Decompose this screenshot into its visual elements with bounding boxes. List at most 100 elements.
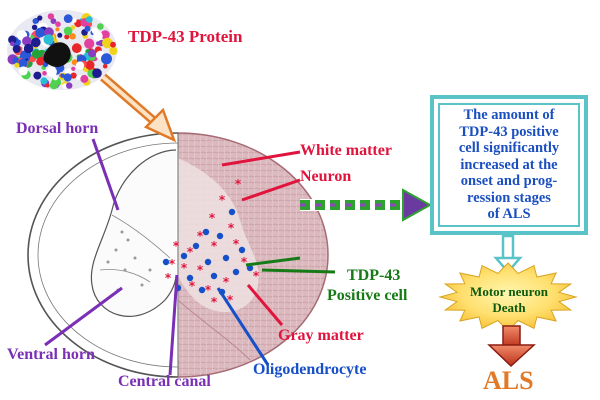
protein-atom	[69, 33, 76, 40]
protein-atom	[12, 57, 20, 65]
neuron-star-marker: *	[228, 221, 235, 235]
protein-atom	[33, 71, 42, 80]
protein-atom	[85, 60, 95, 70]
protein-atom	[71, 59, 78, 66]
protein-atom	[63, 73, 72, 82]
protein-atom	[66, 82, 73, 89]
protein-atom	[88, 49, 97, 58]
gray-matter-leader	[246, 284, 284, 326]
neuron-leader	[241, 178, 301, 202]
neuron-star-marker: *	[211, 295, 218, 309]
neuron-star-marker: *	[241, 255, 248, 269]
neuron-star-marker: *	[197, 229, 204, 243]
white-matter-label: White matter	[300, 142, 392, 159]
protein-atom	[47, 13, 55, 20]
protein-atom	[63, 14, 73, 23]
central-canal-leader	[168, 274, 179, 376]
neuron-markers: ********************	[165, 177, 260, 309]
neuron-star-marker: *	[173, 239, 180, 253]
oligodendrocyte-dot	[204, 258, 212, 266]
protein-atom	[36, 57, 45, 66]
protein-atom	[37, 15, 43, 21]
neuron-star-marker: *	[219, 193, 226, 207]
death-label: Death	[492, 300, 526, 315]
tdp43-leader-1	[245, 256, 301, 267]
neuron-star-marker: *	[223, 275, 230, 289]
protein-atom	[49, 81, 59, 90]
protein-atom	[71, 66, 76, 71]
info-line: TDP-43 positive	[459, 123, 559, 140]
neuron-star-marker: *	[181, 261, 188, 275]
protein-atom	[85, 16, 93, 23]
neuron-star-marker: *	[233, 237, 240, 251]
ventral-horn-label: Ventral horn	[7, 346, 95, 363]
neuron-star-marker: *	[205, 283, 212, 297]
oligodendrocyte-dot	[162, 258, 170, 266]
dorsal-horn-label: Dorsal horn	[16, 120, 99, 137]
neuron-star-marker: *	[209, 211, 216, 225]
protein-atom	[18, 58, 28, 69]
neuron-star-marker: *	[197, 263, 204, 277]
protein-atom	[12, 45, 21, 53]
protein-atom	[50, 18, 57, 24]
gray-matter-label: Gray matter	[278, 327, 364, 344]
protein-atom	[63, 26, 73, 36]
oligodendrocyte-dot	[210, 272, 218, 280]
oligodendrocyte-dot	[246, 264, 254, 272]
neuron-star-marker: *	[235, 177, 242, 191]
oligodendrocyte-dot	[186, 274, 194, 282]
neuron-star-marker: *	[187, 245, 194, 259]
protein-atom	[97, 23, 104, 30]
protein-atom	[22, 36, 32, 46]
protein-atom	[8, 35, 17, 44]
protein-atom	[31, 49, 42, 59]
ventral-horn-leader	[44, 286, 123, 347]
protein-atom	[45, 83, 50, 88]
oligodendrocyte-dot	[202, 228, 210, 236]
spinal-cord-left-half	[27, 132, 178, 378]
neuron-label: Neuron	[300, 168, 352, 185]
protein-atom	[46, 66, 57, 78]
protein-atom	[44, 27, 54, 37]
protein-atom	[60, 73, 65, 78]
tdp43-protein-label: TDP-43 Protein	[128, 27, 243, 46]
protein-atom	[42, 71, 47, 76]
protein-atom	[32, 18, 39, 24]
protein-atom	[31, 24, 38, 30]
oligodendrocyte-dot	[180, 252, 188, 260]
neuron-star-marker: *	[165, 271, 172, 285]
protein-atom	[102, 63, 108, 69]
protein-atom	[92, 68, 102, 78]
protein-atom	[109, 46, 118, 56]
protein-atom	[80, 74, 89, 83]
leader-lines	[44, 138, 336, 376]
protein-atom	[91, 27, 99, 35]
dorsal-horn-leader	[91, 138, 120, 211]
oligodendrocyte-label: Oligodendrocyte	[253, 361, 367, 378]
als-label: ALS	[483, 366, 534, 395]
protein-atom	[55, 27, 60, 32]
info-box: The amount of TDP-43 positive cell signi…	[430, 95, 588, 235]
oligodendrocyte-dot	[216, 232, 224, 240]
info-line: of ALS	[487, 206, 531, 223]
info-line: The amount of	[463, 107, 555, 124]
neuron-star-marker: *	[169, 257, 176, 271]
neuron-star-marker: *	[227, 293, 234, 307]
info-box-text: The amount of TDP-43 positive cell signi…	[436, 107, 582, 223]
info-line: ression stages	[467, 189, 551, 206]
motor-to-als-arrow	[487, 325, 536, 368]
protein-atom	[100, 30, 110, 40]
protein-atom	[64, 34, 70, 40]
tdp43-protein-structure-icon	[7, 10, 118, 90]
neuron-star-marker: *	[189, 279, 196, 293]
central-canal-label: Central canal	[118, 373, 211, 390]
cord-to-info-arrow	[300, 188, 433, 222]
protein-to-cord-arrow	[100, 73, 177, 143]
protein-atom	[75, 61, 85, 70]
protein-atom	[18, 66, 28, 76]
info-line: increased at the	[460, 156, 558, 173]
protein-atom	[101, 53, 112, 65]
protein-atom	[43, 34, 54, 45]
protein-atom	[14, 62, 20, 68]
